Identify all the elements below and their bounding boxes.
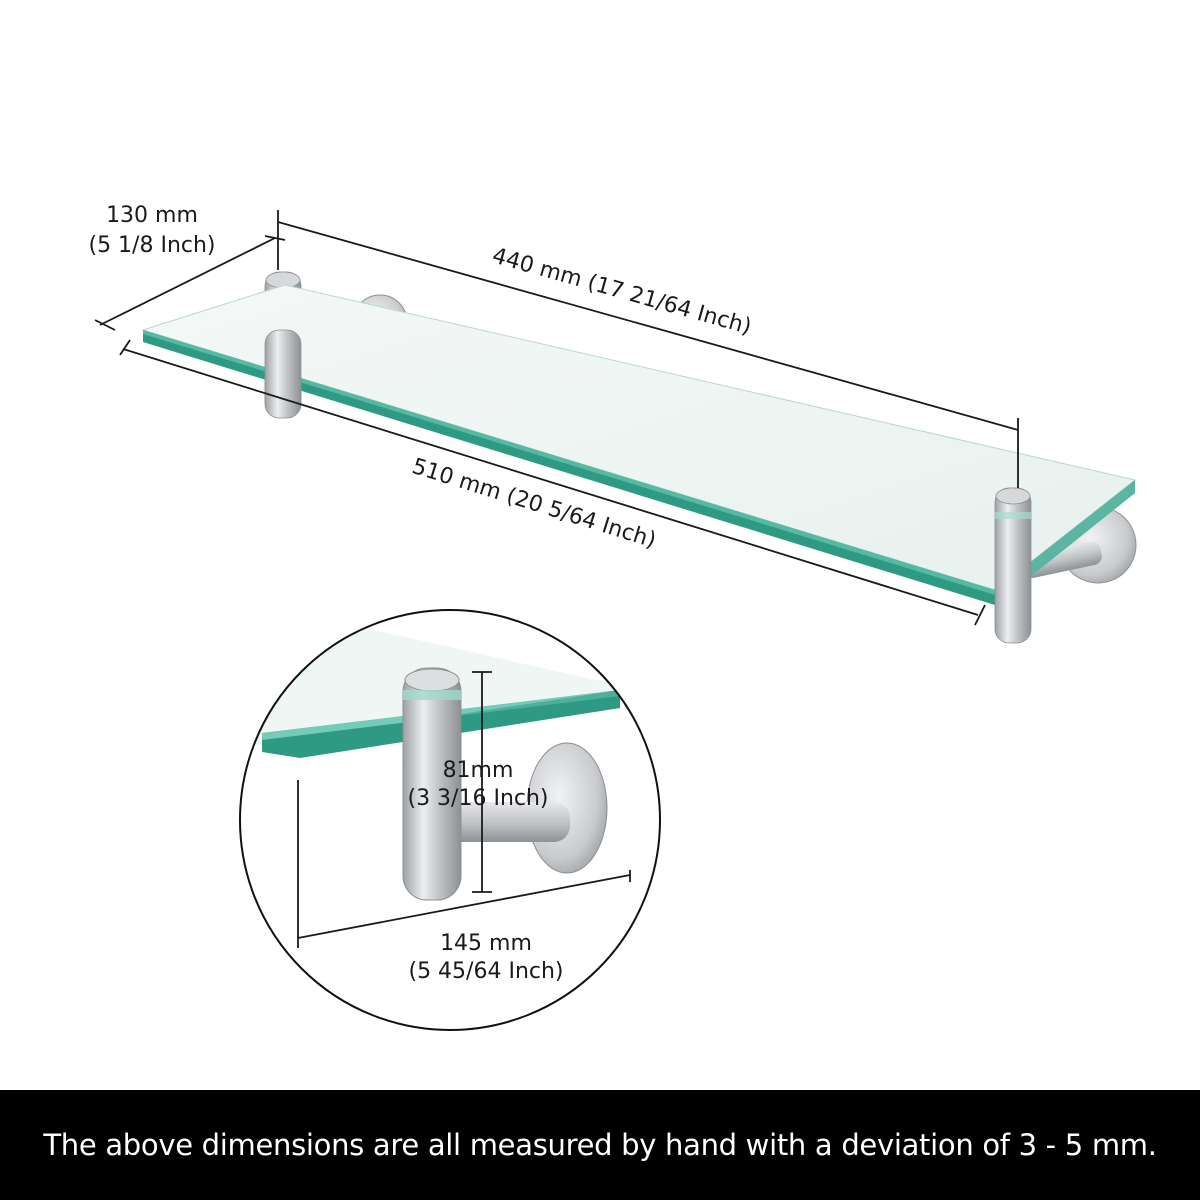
zoom-post — [402, 667, 462, 901]
height-inch-label: (3 3/16 Inch) — [407, 786, 548, 811]
main-shelf — [141, 271, 1137, 644]
projection-dimension — [297, 780, 631, 948]
length-dimension — [119, 339, 986, 626]
depth-inch-label: (5 1/8 Inch) — [88, 233, 215, 258]
projection-mm-label: 145 mm — [440, 931, 532, 956]
footer-banner: The above dimensions are all measured by… — [0, 1090, 1200, 1200]
measurement-deviation-note: The above dimensions are all measured by… — [43, 1128, 1157, 1162]
height-mm-label: 81mm — [443, 758, 514, 783]
height-dimension — [472, 671, 492, 893]
bracket-spacing-dimension — [277, 210, 1019, 488]
depth-mm-label: 130 mm — [106, 203, 198, 228]
zoom-arm — [440, 802, 570, 842]
shelf-dimension-diagram: 130 mm (5 1/8 Inch) 440 mm (17 21/64 Inc… — [88, 203, 1137, 1031]
projection-inch-label: (5 45/64 Inch) — [408, 959, 563, 984]
detail-zoom-circle: 81mm (3 3/16 Inch) 145 mm (5 45/64 Inch) — [239, 609, 661, 1031]
depth-dimension — [94, 235, 286, 331]
